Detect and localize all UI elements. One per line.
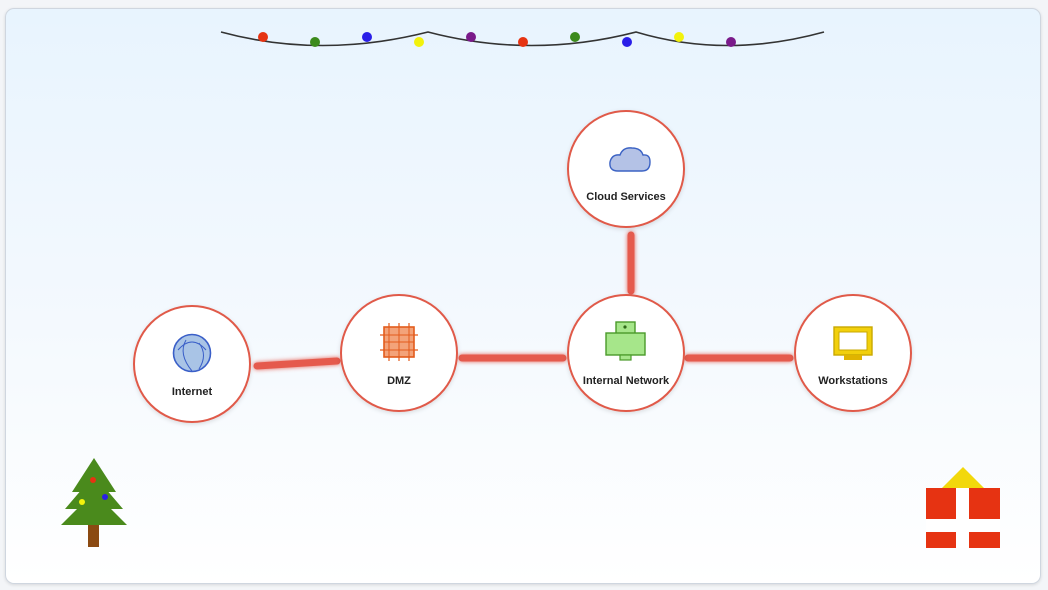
monitor-icon bbox=[833, 326, 873, 360]
light-bulb bbox=[570, 32, 580, 42]
light-bulb bbox=[622, 37, 632, 47]
light-bulb bbox=[466, 32, 476, 42]
gift-box-icon bbox=[926, 467, 1000, 548]
christmas-tree-icon bbox=[61, 458, 127, 547]
light-bulb bbox=[726, 37, 736, 47]
node-label-internal: Internal Network bbox=[583, 375, 670, 387]
edge-internet-dmz bbox=[253, 357, 341, 370]
string-lights bbox=[220, 31, 825, 47]
firewall-icon bbox=[380, 323, 418, 361]
node-workstations[interactable]: Workstations bbox=[794, 294, 912, 412]
light-bulb bbox=[258, 32, 268, 42]
node-cloud-services[interactable]: Cloud Services bbox=[567, 110, 685, 228]
cloud-icon bbox=[609, 147, 651, 172]
server-icon bbox=[605, 321, 646, 361]
node-label-internet: Internet bbox=[172, 386, 213, 398]
light-bulb bbox=[518, 37, 528, 47]
node-internet[interactable]: Internet bbox=[133, 305, 251, 423]
node-label-workstations: Workstations bbox=[818, 375, 887, 387]
network-diagram: Internet DMZ Cloud Services bbox=[61, 31, 1000, 548]
light-bulb bbox=[414, 37, 424, 47]
node-label-dmz: DMZ bbox=[387, 375, 411, 387]
diagram-canvas: Internet DMZ Cloud Services bbox=[5, 8, 1041, 584]
node-label-cloud: Cloud Services bbox=[586, 191, 665, 203]
light-bulb bbox=[674, 32, 684, 42]
light-bulb bbox=[362, 32, 372, 42]
light-bulb bbox=[310, 37, 320, 47]
node-internal-network[interactable]: Internal Network bbox=[567, 294, 685, 412]
node-dmz[interactable]: DMZ bbox=[340, 294, 458, 412]
connections bbox=[253, 231, 794, 370]
globe-icon bbox=[172, 333, 212, 373]
